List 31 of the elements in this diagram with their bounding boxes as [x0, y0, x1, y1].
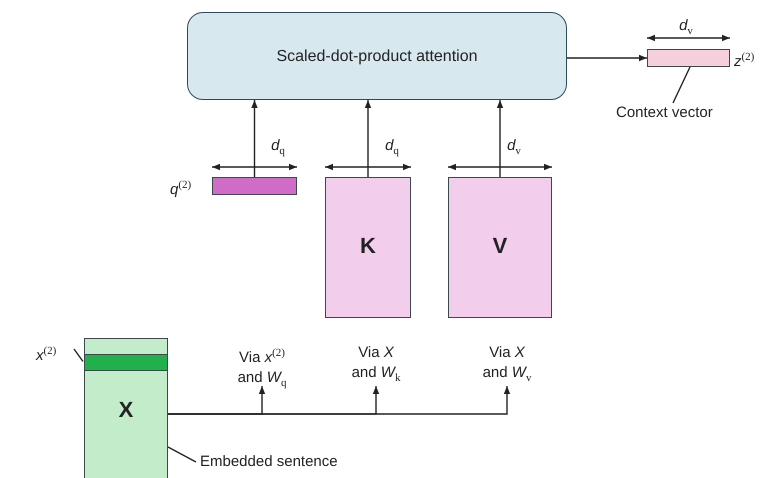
- context-vector-bar: [647, 49, 730, 67]
- arrow: [567, 54, 647, 62]
- matrix-label: K: [359, 233, 377, 259]
- key-matrix: [325, 177, 411, 318]
- annotation-text: Context vector: [616, 103, 740, 123]
- annotation-text: Via x$^{(2)}$ and W$_{q}$: [232, 343, 292, 393]
- matrix-label: X: [118, 397, 134, 423]
- annotation-text: Via X and W$_{k}$: [346, 343, 406, 388]
- query-vector-bar: [212, 177, 297, 195]
- attention-block: [187, 12, 567, 100]
- annotation-text: Embedded sentence: [200, 452, 370, 472]
- arrow: [251, 100, 258, 177]
- math-label: z$^{(2)}$: [734, 50, 754, 72]
- leader-line: [73, 348, 84, 362]
- value-matrix: [448, 177, 552, 318]
- arrow: [496, 100, 504, 177]
- matrix-label: V: [492, 233, 508, 259]
- dimension-label: d$_{q}$: [270, 136, 286, 159]
- math-label: q$^{(2)}$: [170, 178, 192, 200]
- embedding-matrix: [84, 338, 168, 478]
- annotation-text: Via X and W$_{v}$: [477, 343, 537, 388]
- arrow: [364, 100, 372, 177]
- block-label: Scaled-dot-product attention: [275, 47, 478, 67]
- highlighted-row: [84, 354, 168, 371]
- dimension-label: d$_{v}$: [506, 136, 522, 159]
- dimension-label: d$_{v}$: [678, 16, 694, 39]
- leader-line: [672, 66, 691, 104]
- arrow: [168, 386, 510, 415]
- leader-line: [168, 446, 196, 463]
- math-label: x$^{(2)}$: [36, 341, 78, 366]
- dimension-label: d$_{q}$: [384, 136, 400, 159]
